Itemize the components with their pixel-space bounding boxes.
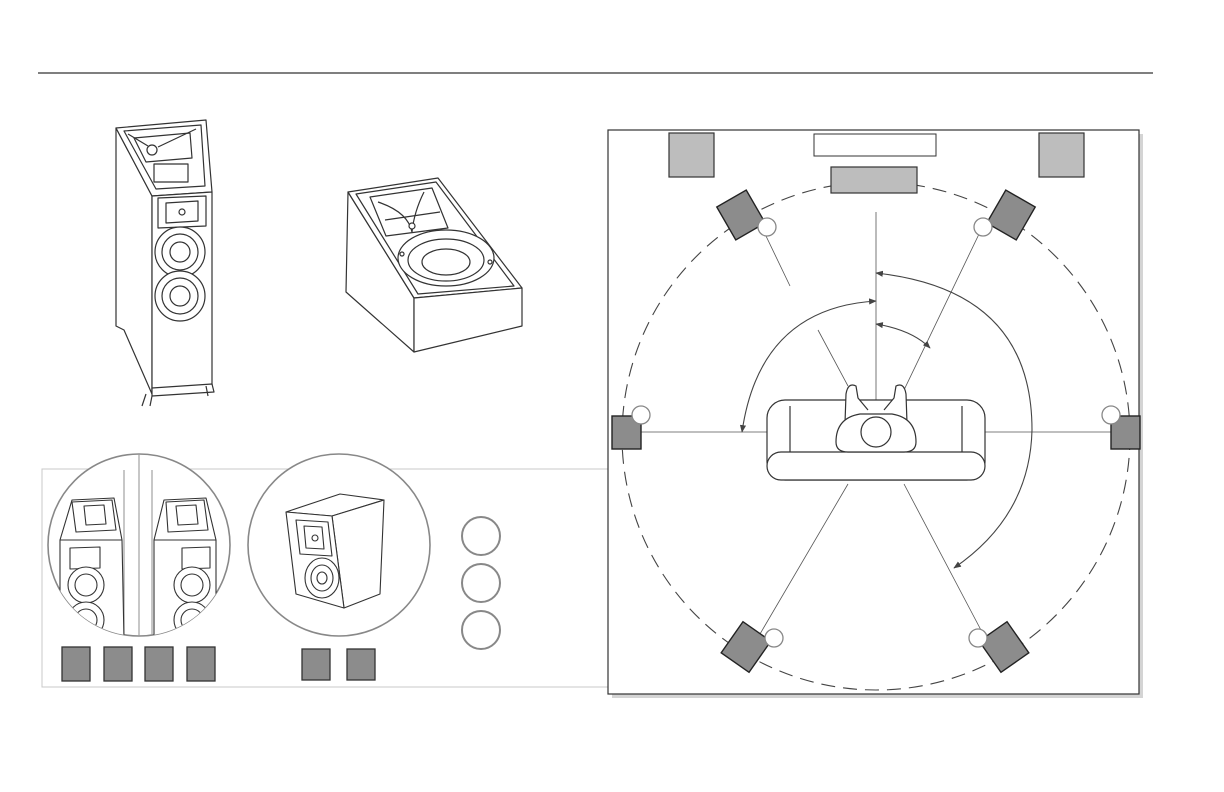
bookshelf-speaker-icon: [248, 454, 430, 636]
legend-floorstanding-swatch-4: [187, 647, 215, 681]
room-layout: [608, 130, 1143, 698]
legend-marker-circle-2: [462, 564, 500, 602]
legend-marker-circle-1: [462, 517, 500, 555]
legend-panel: [42, 454, 608, 687]
front-right-speaker: [1039, 133, 1084, 177]
legend-bookshelf-swatch-2: [347, 649, 375, 680]
legend-marker-circle-3: [462, 611, 500, 649]
center-channel-speaker: [831, 167, 917, 193]
tv-screen: [814, 134, 936, 156]
elevation-module-speaker-icon: [346, 178, 522, 352]
legend-bookshelf-swatch-1: [302, 649, 330, 680]
legend-floorstanding-swatch-2: [104, 647, 132, 681]
front-left-speaker: [669, 133, 714, 177]
legend-floorstanding-swatch-3: [145, 647, 173, 681]
floorstanding-speaker-icon: [116, 120, 214, 406]
legend-floorstanding-swatch-1: [62, 647, 90, 681]
